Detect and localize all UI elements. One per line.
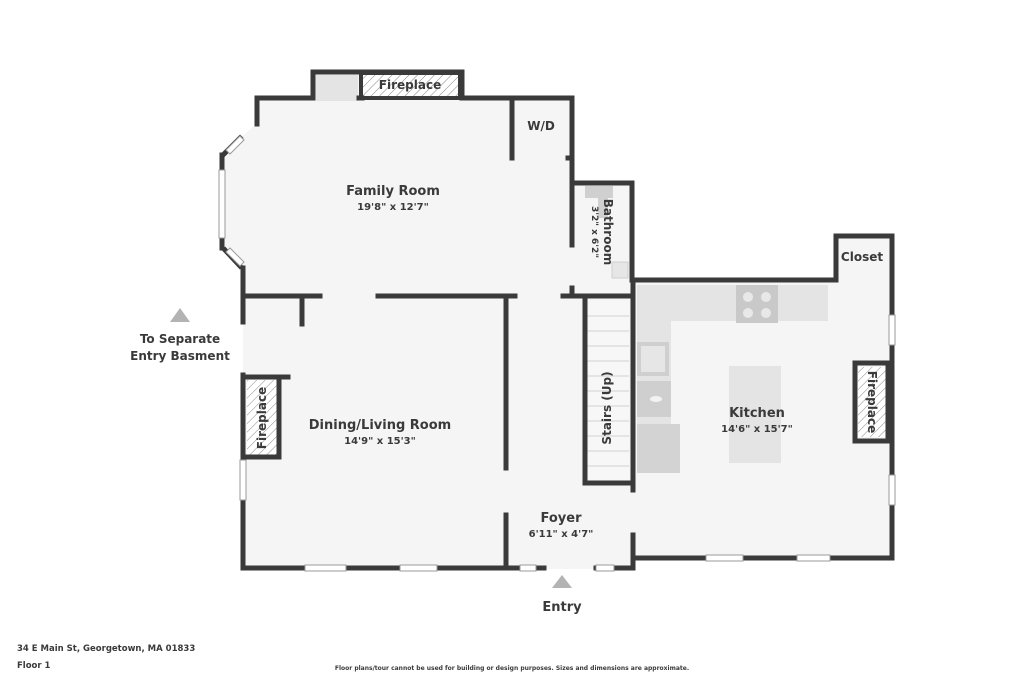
closet-label: Closet	[841, 250, 883, 264]
bay-window-lower	[225, 247, 245, 267]
bay-window-upper	[225, 135, 245, 155]
entry-arrow-icon	[552, 575, 572, 588]
stove-icon	[736, 285, 778, 323]
fridge-icon	[637, 424, 680, 473]
foyer-dims: 6'11" x 4'7"	[529, 529, 594, 540]
foyer-label: Foyer	[541, 511, 583, 526]
entry-label: Entry	[542, 600, 582, 615]
kitchen-fixtures	[637, 285, 828, 473]
chimney-box	[316, 75, 358, 101]
basement-entry-label-2: Entry Basment	[130, 349, 230, 363]
kitchen-island	[729, 366, 781, 463]
bathroom-label: Bathroom	[601, 199, 615, 265]
family-room-label: Family Room	[346, 184, 440, 199]
fireplace-top-label: Fireplace	[379, 78, 441, 92]
dining-living-dims: 14'9" x 15'3"	[344, 436, 416, 447]
bathroom-fixtures	[585, 186, 629, 279]
fireplace-left	[247, 380, 277, 455]
floor-fills	[222, 72, 893, 569]
fireplace-right-label: Fireplace	[865, 371, 879, 433]
fireplace-left-label: Fireplace	[255, 387, 269, 449]
address-text: 34 E Main St, Georgetown, MA 01833	[17, 644, 196, 654]
wd-label: W/D	[527, 119, 555, 133]
dining-living-label: Dining/Living Room	[309, 418, 451, 433]
windows	[218, 169, 896, 572]
stairs-label: Stairs (Up)	[600, 371, 614, 444]
basement-entry-arrow-icon	[170, 308, 190, 322]
bathroom-dims: 3'2" x 6'2"	[589, 206, 599, 258]
disclaimer-text: Floor plans/tour cannot be used for buil…	[334, 665, 690, 672]
kitchen-label: Kitchen	[729, 406, 785, 421]
stairs	[587, 301, 629, 481]
basement-entry-label-1: To Separate	[140, 332, 220, 346]
family-room-dims: 19'8" x 12'7"	[357, 202, 429, 213]
fireplace-right	[858, 367, 886, 437]
fireplace-top	[363, 74, 459, 96]
kitchen-dims: 14'6" x 15'7"	[721, 424, 793, 435]
floor-label: Floor 1	[17, 661, 51, 671]
